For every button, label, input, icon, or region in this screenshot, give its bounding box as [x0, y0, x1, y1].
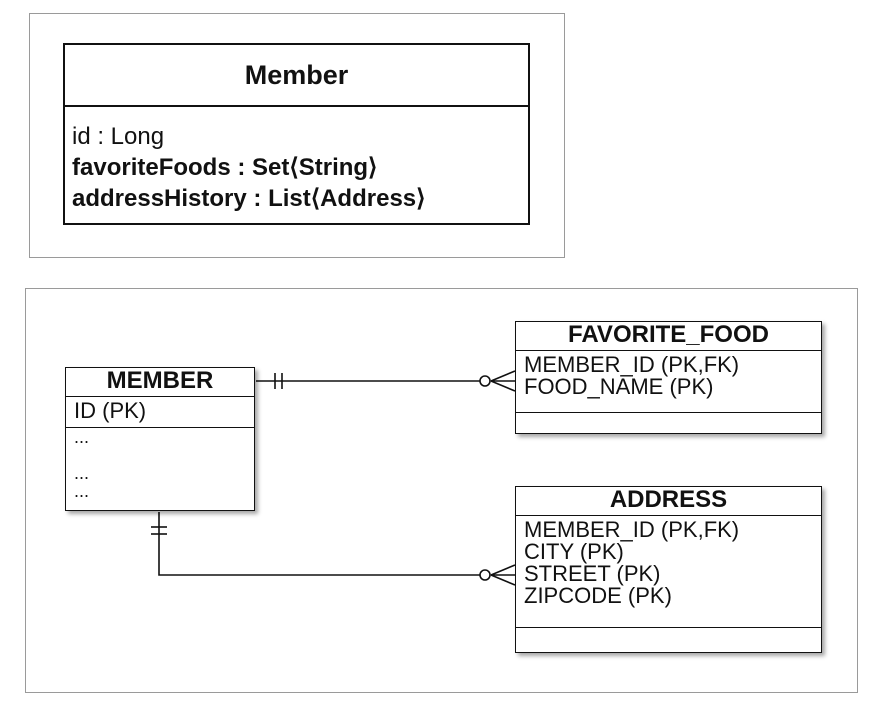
entity-address-column: MEMBER_ID (PK,FK)	[524, 517, 740, 542]
uml-attribute-list: id : Long favoriteFoods : Set⟨String⟩ ad…	[65, 107, 528, 214]
entity-member-column	[74, 446, 254, 464]
crow-foot-lower	[490, 574, 516, 586]
entity-address-title: ADDRESS	[516, 487, 821, 516]
crow-foot-upper	[490, 370, 516, 382]
entity-member-column: ...	[74, 481, 90, 501]
entity-address-column: STREET (PK)	[524, 561, 661, 586]
entity-member-title: MEMBER	[66, 368, 254, 397]
crow-foot-upper	[490, 564, 516, 576]
entity-address-footer	[516, 627, 821, 652]
zero-circle-mark	[479, 375, 491, 387]
entity-member-column: ...	[74, 463, 90, 483]
entity-favorite-food-column: FOOD_NAME (PK)	[524, 374, 714, 399]
uml-class-name: Member	[65, 45, 528, 107]
entity-favorite-food-columns: MEMBER_ID (PK,FK) FOOD_NAME (PK)	[516, 351, 821, 412]
entity-address-columns: MEMBER_ID (PK,FK) CITY (PK) STREET (PK) …	[516, 516, 821, 627]
uml-class-member: Member id : Long favoriteFoods : Set⟨Str…	[63, 43, 530, 225]
entity-member-column: ...	[74, 427, 90, 447]
entity-favorite-food-footer	[516, 412, 821, 435]
uml-attribute-id: id : Long	[72, 123, 165, 150]
entity-address-column: ZIPCODE (PK)	[524, 583, 672, 608]
entity-favorite-food: FAVORITE_FOOD MEMBER_ID (PK,FK) FOOD_NAM…	[515, 321, 822, 434]
er-diagram-panel: MEMBER ID (PK) ... ... ... FAVORITE_FOOD…	[25, 288, 858, 693]
uml-attribute-address-history: addressHistory : List⟨Address⟩	[72, 185, 426, 212]
relationship-member-address	[151, 512, 516, 586]
entity-member-pk: ID (PK)	[66, 397, 254, 428]
zero-circle-mark	[479, 569, 491, 581]
crow-foot-lower	[490, 380, 516, 392]
entity-member-columns: ... ... ...	[66, 428, 254, 500]
relationship-connectors	[151, 370, 516, 586]
entity-address: ADDRESS MEMBER_ID (PK,FK) CITY (PK) STRE…	[515, 486, 822, 653]
relationship-member-favorite-food	[256, 370, 516, 392]
entity-favorite-food-title: FAVORITE_FOOD	[516, 322, 821, 351]
uml-attribute-favorite-foods: favoriteFoods : Set⟨String⟩	[72, 154, 378, 181]
entity-address-column: CITY (PK)	[524, 539, 624, 564]
entity-favorite-food-column: MEMBER_ID (PK,FK)	[524, 352, 740, 377]
uml-class-panel: Member id : Long favoriteFoods : Set⟨Str…	[29, 13, 565, 258]
entity-member: MEMBER ID (PK) ... ... ...	[65, 367, 255, 511]
